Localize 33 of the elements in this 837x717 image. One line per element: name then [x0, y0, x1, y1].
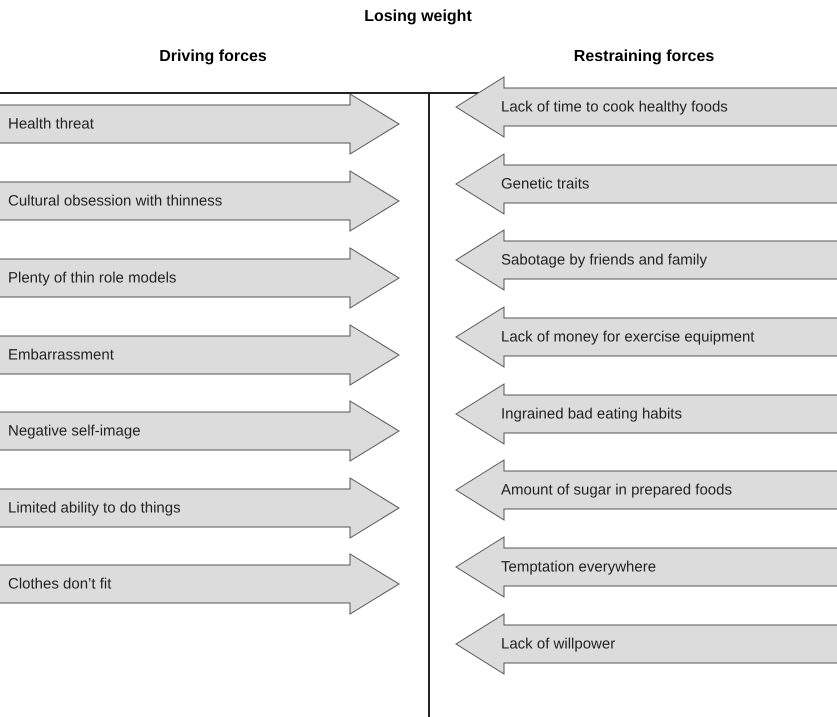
force-label: Lack of money for exercise equipment — [501, 328, 754, 346]
driving-force-box — [0, 553, 400, 615]
driving-force-box — [0, 400, 400, 462]
restraining-force-box — [455, 153, 837, 215]
force-label: Sabotage by friends and family — [501, 252, 707, 268]
diagram-title: Losing weight — [364, 8, 472, 26]
driving-force-box — [0, 324, 400, 386]
force-label: Lack of willpower — [501, 636, 616, 652]
force-label: Ingrained bad eating habits — [501, 406, 682, 422]
column-heading: Driving forces — [159, 48, 267, 66]
driving-force-box — [0, 247, 400, 309]
force-label: Plenty of thin role models — [8, 270, 176, 286]
force-label: Temptation everywhere — [501, 558, 656, 576]
restraining-force-box — [455, 76, 837, 138]
restraining-force-box — [455, 613, 837, 675]
force-label: Amount of sugar in prepared foods — [501, 482, 732, 498]
force-label: Negative self-image — [8, 422, 141, 440]
restraining-force-box — [455, 383, 837, 445]
force-label: Cultural obsession with thinness — [8, 192, 222, 210]
restraining-force-box — [455, 459, 837, 521]
restraining-force-box — [455, 306, 837, 368]
driving-force-box — [0, 477, 400, 539]
column-heading: Restraining forces — [574, 48, 714, 66]
force-label: Health threat — [8, 116, 94, 132]
force-label: Genetic traits — [501, 176, 590, 192]
force-label: Lack of time to cook healthy foods — [501, 98, 728, 116]
driving-force-box — [0, 93, 400, 155]
restraining-force-box — [455, 536, 837, 598]
force-label: Embarrassment — [8, 346, 114, 364]
driving-force-box — [0, 170, 400, 232]
force-label: Limited ability to do things — [8, 500, 181, 516]
force-label: Clothes don’t fit — [8, 576, 112, 592]
restraining-force-box — [455, 229, 837, 291]
